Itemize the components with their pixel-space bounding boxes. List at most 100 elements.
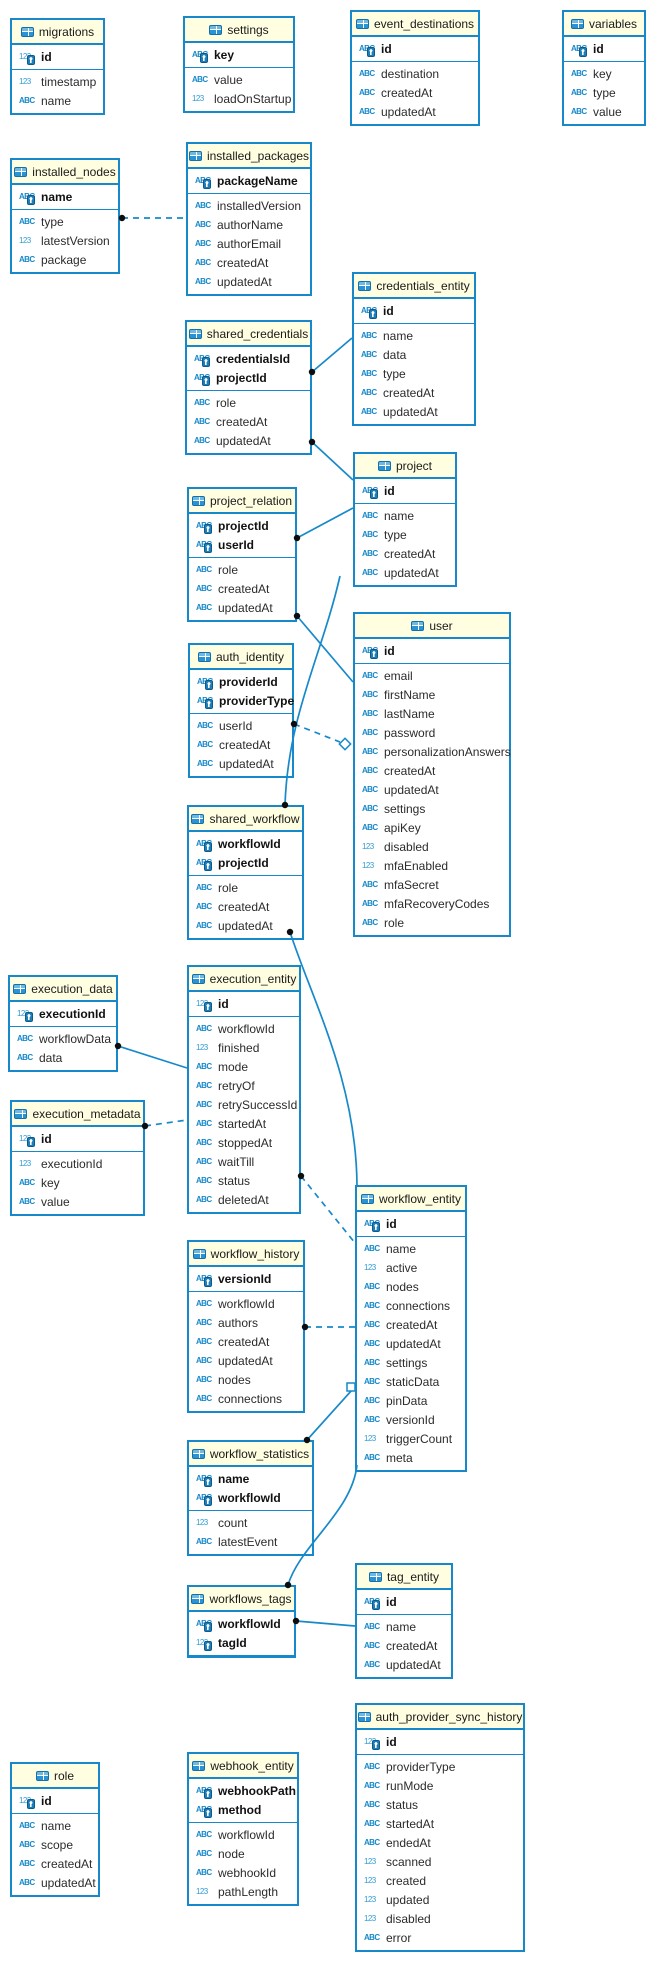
field-name: method [218,1802,262,1817]
entity-table-auth_identity[interactable]: auth_identityABCproviderIdABCproviderTyp… [188,643,294,778]
table-title: tag_entity [386,1569,440,1584]
string-type-icon: ABC [195,200,211,210]
entity-table-shared_workflow[interactable]: shared_workflowABCworkflowIdABCprojectId… [187,805,304,940]
string-type-icon: ABC [196,1099,212,1109]
string-type-icon: ABC [362,689,378,699]
table-title: variables [588,16,638,31]
table-header-workflow_history[interactable]: workflow_history [189,1242,303,1267]
table-icon [192,1760,206,1771]
primary-key-section: ABCworkflowId123tagId [189,1612,294,1656]
primary-key-icon [579,46,587,57]
table-header-installed_nodes[interactable]: installed_nodes [12,160,118,185]
entity-table-workflow_statistics[interactable]: workflow_statisticsABCnameABCworkflowId1… [187,1440,314,1556]
table-header-workflows_tags[interactable]: workflows_tags [189,1587,294,1612]
field-name: waitTill [218,1154,255,1169]
table-header-auth_identity[interactable]: auth_identity [190,645,292,670]
field-name: credentialsId [216,351,291,366]
table-header-credentials_entity[interactable]: credentials_entity [354,274,474,299]
table-header-workflow_statistics[interactable]: workflow_statistics [189,1442,312,1467]
entity-table-event_destinations[interactable]: event_destinationsABCidABCdestinationABC… [350,10,480,126]
string-type-icon: ABC [362,567,378,577]
primary-key-icon [205,698,213,709]
table-header-migrations[interactable]: migrations [12,20,103,45]
primary-key-icon [370,488,378,499]
table-header-shared_credentials[interactable]: shared_credentials [187,322,310,347]
table-header-auth_provider_sync_history[interactable]: auth_provider_sync_history [357,1705,523,1730]
string-type-icon: ABC [362,917,378,927]
field-name: count [218,1515,248,1530]
table-header-user[interactable]: user [355,614,509,639]
entity-table-project_relation[interactable]: project_relationABCprojectIdABCuserIdABC… [187,487,297,622]
table-header-event_destinations[interactable]: event_destinations [352,12,478,37]
table-icon [192,1248,206,1259]
field-name: installedVersion [217,198,302,213]
table-header-execution_metadata[interactable]: execution_metadata [12,1102,143,1127]
table-title: auth_identity [215,649,285,664]
field-name: retryOf [218,1078,255,1093]
table-header-variables[interactable]: variables [564,12,644,37]
string-type-icon: ABC [571,87,587,97]
table-header-project_relation[interactable]: project_relation [189,489,295,514]
table-header-installed_packages[interactable]: installed_packages [188,144,310,169]
table-header-execution_entity[interactable]: execution_entity [189,967,299,992]
string-type-icon: ABC [194,397,210,407]
field-name: createdAt [384,546,436,561]
entity-table-credentials_entity[interactable]: credentials_entityABCidABCnameABCdataABC… [352,272,476,426]
numeric-type-icon: 123 [364,1913,376,1923]
field-name: userId [219,718,253,733]
entity-table-installed_nodes[interactable]: installed_nodesABCnameABCtype123latestVe… [10,158,120,274]
primary-key-icon [204,1640,212,1651]
entity-table-shared_credentials[interactable]: shared_credentialsABCcredentialsIdABCpro… [185,320,312,455]
numeric-type-icon: 123 [19,1158,31,1168]
string-type-icon: ABC [196,1355,212,1365]
field-name: authorName [217,217,284,232]
primary-key-field-row: ABCprojectId [189,516,295,535]
table-header-project[interactable]: project [355,454,455,479]
entity-table-webhook_entity[interactable]: webhook_entityABCwebhookPathABCmethodABC… [187,1752,299,1906]
entity-table-workflow_entity[interactable]: workflow_entityABCidABCname123activeABCn… [355,1185,467,1472]
field-name: name [386,1619,417,1634]
entity-table-variables[interactable]: variablesABCidABCkeyABCtypeABCvalue [562,10,646,126]
entity-table-workflows_tags[interactable]: workflows_tagsABCworkflowId123tagId [187,1585,296,1658]
entity-table-user[interactable]: userABCidABCemailABCfirstNameABClastName… [353,612,511,937]
table-header-role[interactable]: role [12,1764,98,1789]
table-header-shared_workflow[interactable]: shared_workflow [189,807,302,832]
entity-table-workflow_history[interactable]: workflow_historyABCversionIdABCworkflowI… [187,1240,305,1413]
table-header-webhook_entity[interactable]: webhook_entity [189,1754,297,1779]
field-name: status [386,1797,419,1812]
entity-table-installed_packages[interactable]: installed_packagesABCpackageNameABC insta… [186,142,312,296]
entity-table-settings[interactable]: settingsABCkeyABCvalue123loadOnStartup [183,16,295,113]
entity-table-project[interactable]: projectABCidABCnameABCtypeABCcreatedAtAB… [353,452,457,587]
field-name: pinData [386,1393,428,1408]
table-header-execution_data[interactable]: execution_data [10,977,116,1002]
string-type-icon: ABC [196,1374,212,1384]
entity-table-tag_entity[interactable]: tag_entityABCidABCnameABCcreatedAtABCupd… [355,1563,453,1679]
table-header-tag_entity[interactable]: tag_entity [357,1565,451,1590]
table-header-settings[interactable]: settings [185,18,293,43]
primary-key-section: ABCpackageName [188,169,310,194]
table-header-workflow_entity[interactable]: workflow_entity [357,1187,465,1212]
